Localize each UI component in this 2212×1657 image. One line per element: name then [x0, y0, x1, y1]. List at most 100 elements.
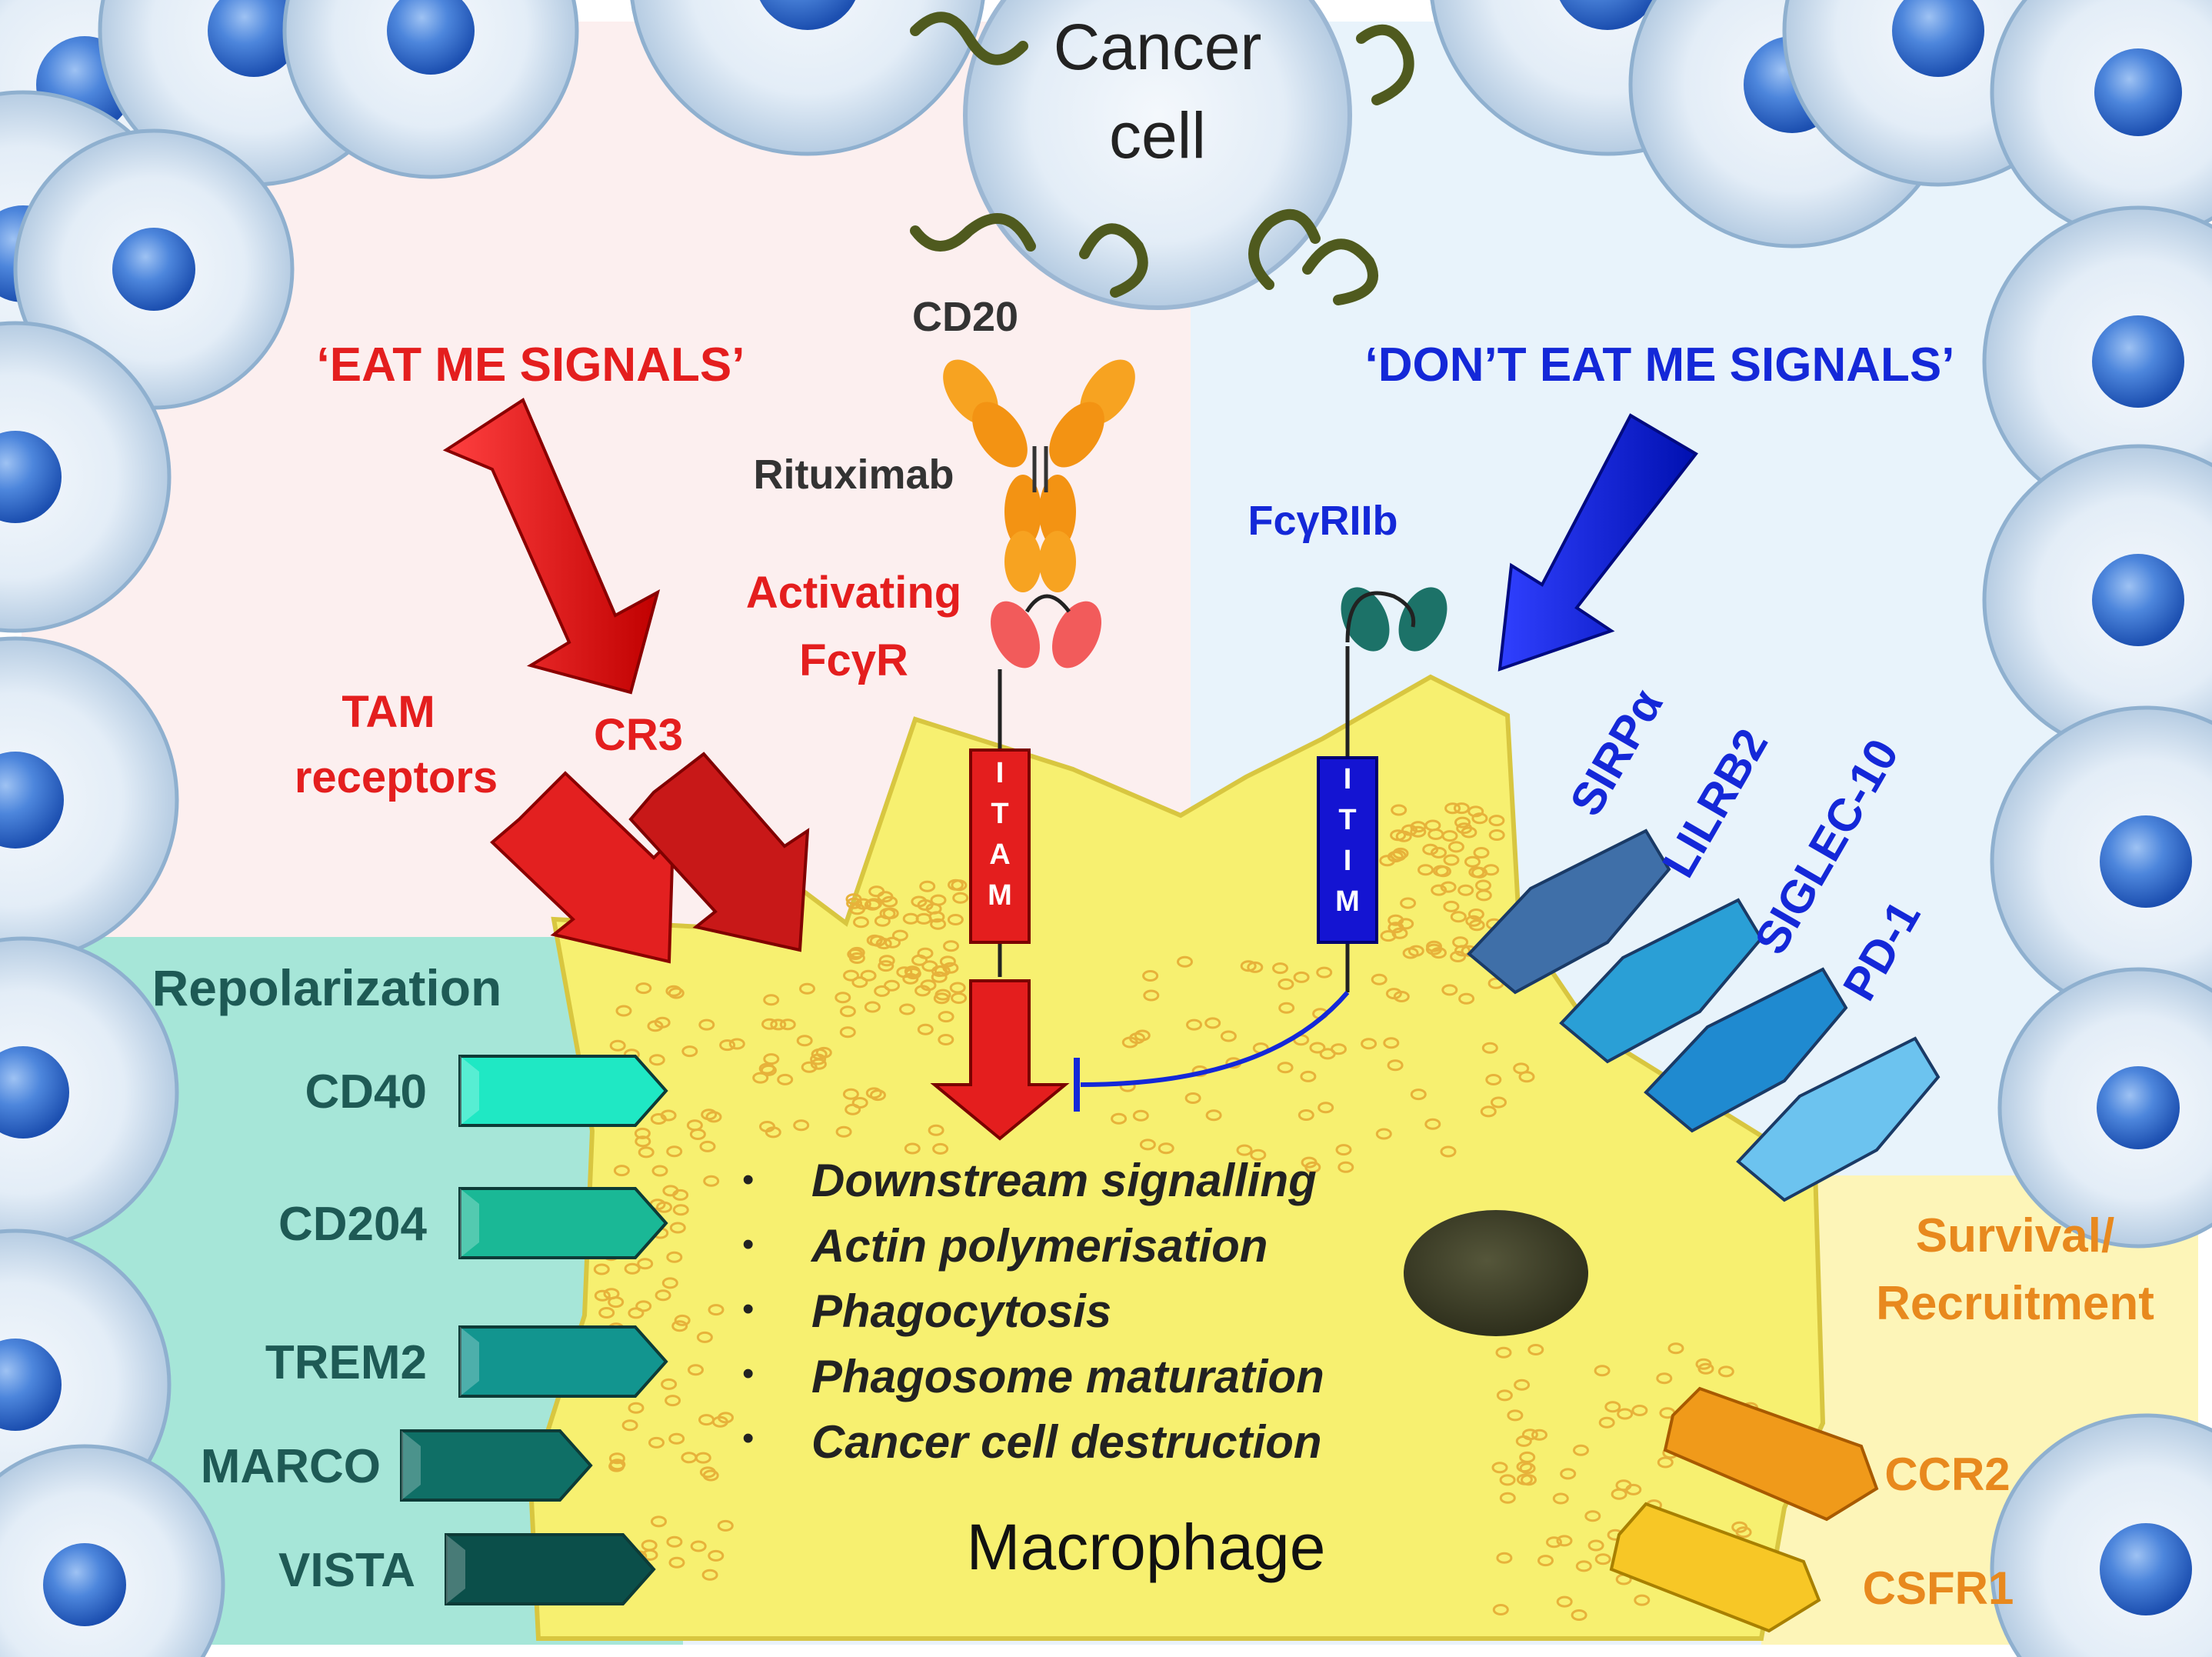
granule: [656, 1201, 672, 1213]
granule: [763, 994, 780, 1006]
cr3-arrow-icon: [628, 752, 810, 952]
granule: [728, 1038, 745, 1050]
granule: [1464, 855, 1481, 868]
repolarization-title: Repolarization: [152, 959, 502, 1016]
granule: [801, 1061, 818, 1073]
granule: [1441, 984, 1458, 996]
granule: [1575, 1560, 1592, 1572]
granule: [1387, 1059, 1404, 1072]
granule: [1527, 1344, 1544, 1355]
granule: [928, 1124, 944, 1136]
granule: [849, 903, 865, 915]
granule: [1456, 822, 1473, 835]
granule: [851, 1097, 868, 1109]
granule: [1617, 1408, 1634, 1420]
granule: [665, 985, 682, 997]
granule: [701, 1109, 718, 1121]
granule: [628, 1402, 645, 1414]
granule: [1516, 1461, 1533, 1473]
granule: [1656, 1372, 1673, 1385]
granule: [866, 934, 883, 946]
granule: [1204, 1017, 1221, 1029]
granule: [939, 955, 956, 968]
granule: [1454, 816, 1471, 828]
neighbour-cell: [1982, 205, 2212, 518]
itam-motif: [969, 748, 1031, 944]
granule: [1537, 1555, 1554, 1567]
granule: [1450, 951, 1467, 962]
granule: [666, 1145, 683, 1158]
granule: [1491, 1462, 1508, 1474]
granule: [593, 1263, 610, 1275]
granule: [1440, 881, 1457, 893]
granule: [1475, 879, 1491, 892]
granule: [1480, 1105, 1497, 1118]
granule: [1573, 1444, 1589, 1456]
granule: [879, 908, 896, 920]
repolarization-receptor-label: MARCO: [201, 1440, 381, 1493]
granule: [1220, 1030, 1237, 1042]
granule: [615, 1005, 632, 1017]
granule: [1424, 1118, 1441, 1130]
granule: [1604, 1401, 1621, 1413]
granule: [1236, 1144, 1253, 1156]
ccr2-arrow-icon: [1663, 1386, 1879, 1522]
granule: [1584, 1510, 1601, 1522]
itim-letter: T: [1338, 804, 1356, 836]
granule: [1278, 1002, 1295, 1014]
granule: [1407, 945, 1424, 957]
granule: [1473, 847, 1490, 859]
granule: [638, 1146, 655, 1159]
repolarization-receptor-label: CD40: [305, 1065, 427, 1119]
granule: [1431, 846, 1447, 859]
granule: [1143, 989, 1160, 1002]
granule: [661, 1277, 678, 1289]
granule: [637, 1258, 654, 1270]
tam-receptors-label-2: receptors: [295, 752, 498, 802]
granule: [891, 929, 908, 942]
itam-letter: A: [989, 839, 1010, 871]
granule: [1444, 802, 1461, 815]
granule: [1631, 1405, 1648, 1416]
granule: [655, 1289, 671, 1302]
macrophage-label: Macrophage: [967, 1511, 1326, 1583]
granule: [1387, 851, 1404, 863]
granule: [919, 880, 936, 892]
granule: [1531, 1429, 1547, 1441]
csfr1-label: CSFR1: [1863, 1562, 2014, 1614]
granule: [1335, 1144, 1352, 1156]
granule: [884, 979, 900, 992]
granule: [708, 1549, 725, 1562]
bullet-icon: •: [742, 1419, 754, 1457]
granule: [860, 969, 877, 982]
granule: [938, 1011, 954, 1023]
neighbour-cell: [1982, 444, 2212, 756]
granule: [949, 982, 966, 994]
granule: [1427, 828, 1444, 840]
granule: [681, 1045, 698, 1058]
granule: [770, 1019, 787, 1031]
granule: [1395, 830, 1412, 842]
granule: [628, 1307, 645, 1319]
eat-me-title: ‘EAT ME SIGNALS’: [317, 338, 745, 392]
granule: [1495, 1346, 1512, 1359]
survival-title-1: Survival/: [1916, 1209, 2114, 1262]
granule: [699, 1140, 716, 1152]
granule: [1431, 947, 1447, 959]
granule: [708, 1304, 725, 1316]
granule: [719, 1039, 736, 1052]
granule: [902, 912, 919, 925]
granule: [1298, 1109, 1314, 1121]
granule: [651, 1165, 668, 1177]
bullet-icon: •: [742, 1161, 754, 1199]
granule: [681, 1452, 698, 1464]
granule: [1491, 1096, 1507, 1109]
fcgriib-label: FcγRIIb: [1248, 498, 1397, 544]
granule: [613, 1165, 630, 1177]
fcgriib-icon: [1341, 587, 1447, 992]
granule: [1380, 930, 1397, 942]
granule: [1598, 1416, 1615, 1429]
process-item: Phagosome maturation: [811, 1351, 1324, 1402]
itim-motif: [1317, 756, 1378, 944]
granule: [1667, 1342, 1684, 1355]
